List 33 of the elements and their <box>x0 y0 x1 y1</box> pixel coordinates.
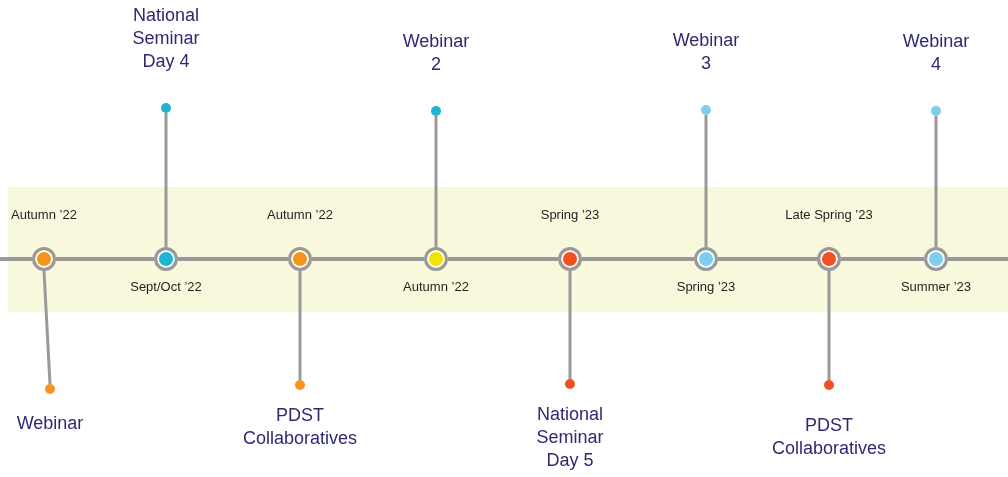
timeline-line <box>448 257 558 261</box>
event-title: PDST Collaboratives <box>770 414 888 460</box>
connector-line <box>704 115 708 247</box>
date-label: Spring ’23 <box>676 278 736 296</box>
connector-line <box>164 113 168 247</box>
timeline-line <box>948 257 1008 261</box>
event-title: Webinar <box>15 412 85 435</box>
date-label: Spring ’23 <box>540 206 600 224</box>
timeline-line <box>582 257 694 261</box>
event-title: PDST Collaboratives <box>241 404 359 450</box>
date-label: Autumn ’22 <box>403 278 469 296</box>
event-title: Webinar 3 <box>671 29 741 75</box>
connector-line <box>568 271 572 379</box>
connector-line <box>434 116 438 247</box>
date-label: Autumn ’22 <box>267 206 333 224</box>
event-title: National Seminar Day 5 <box>535 403 605 472</box>
timeline-line <box>56 257 154 261</box>
date-label: Summer ’23 <box>900 278 972 296</box>
connector-line <box>42 270 52 385</box>
timeline-line <box>312 257 424 261</box>
timeline-line <box>178 257 288 261</box>
connector-line <box>298 271 302 380</box>
event-title: Webinar 2 <box>401 30 471 76</box>
date-label: Sept/Oct ’22 <box>130 278 202 296</box>
event-title: Webinar 4 <box>901 30 971 76</box>
timeline-line <box>0 257 32 261</box>
event-title: National Seminar Day 4 <box>131 4 201 73</box>
connector-line <box>934 116 938 247</box>
date-label: Autumn ’22 <box>11 206 77 224</box>
connector-line <box>827 271 831 380</box>
timeline-line <box>718 257 817 261</box>
date-label: Late Spring ’23 <box>785 206 873 224</box>
timeline-line <box>841 257 924 261</box>
